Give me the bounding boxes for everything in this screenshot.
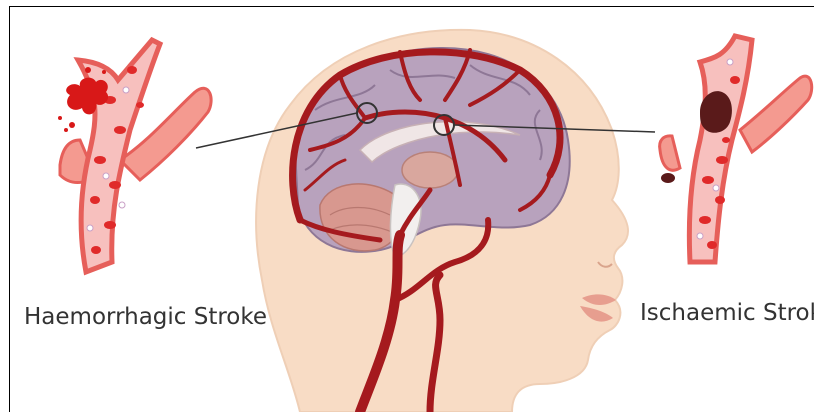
blood-vessel-icon	[58, 40, 211, 272]
blood-vessel-icon	[660, 36, 812, 262]
ischaemic-stroke-label: Ischaemic Stroke	[640, 300, 814, 326]
haemorrhagic-stroke-label: Haemorrhagic Stroke	[24, 304, 267, 330]
